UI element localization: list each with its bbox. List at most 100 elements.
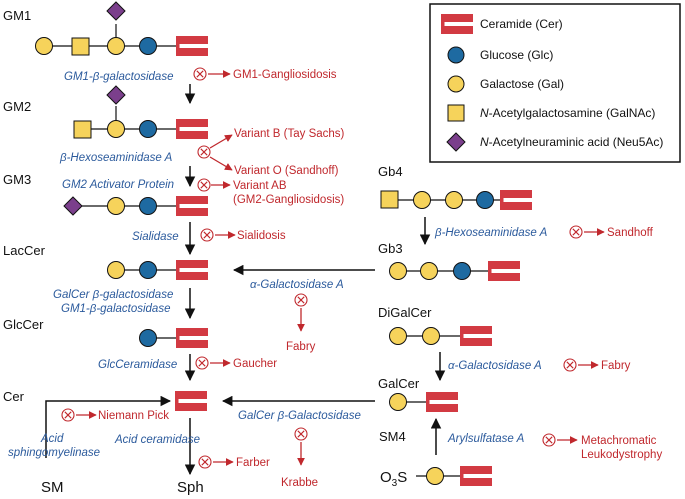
disease-fabry-gb3: Fabry	[286, 341, 316, 353]
enzyme-acid-ceramidase: Acid ceramidase	[114, 434, 200, 446]
enzyme-sialidase: Sialidase	[132, 231, 179, 243]
legend: Ceramide (Cer) Glucose (Glc) Galactose (…	[429, 3, 681, 163]
inhibition-icon	[569, 225, 583, 239]
glycan-gm2	[73, 85, 208, 139]
compound-label-gm1: GM1	[3, 8, 31, 23]
galactose-circle-icon	[445, 191, 463, 209]
disease-variant-o: Variant O (Sandhoff)	[234, 165, 339, 177]
galactose-circle-icon	[422, 327, 440, 345]
enzyme-sphingomyelinase: sphingomyelinase	[8, 447, 100, 459]
enzyme-gm1-beta-galactosidase-2: GM1-β-galactosidase	[61, 303, 170, 315]
galactose-circle-icon	[420, 262, 438, 280]
ceramide-icon	[176, 119, 208, 139]
disease-variant-b: Variant B (Tay Sachs)	[234, 128, 345, 140]
inhibition-icon	[198, 455, 212, 469]
galactose-circle-icon	[389, 327, 407, 345]
galnac-square-icon	[380, 190, 399, 209]
galactose-circle-icon	[107, 261, 125, 279]
galnac-square-icon	[73, 120, 92, 139]
glucose-circle-icon	[447, 46, 465, 64]
ceramide-icon	[175, 391, 207, 411]
disease-gm1-gangliosidosis: GM1-Gangliosidosis	[233, 69, 337, 81]
neu5ac-diamond-icon	[106, 1, 126, 21]
disease-sialidosis: Sialidosis	[237, 230, 286, 242]
disease-gaucher: Gaucher	[233, 358, 277, 370]
inhibition-icon	[197, 145, 211, 159]
glycan-laccer	[107, 260, 208, 280]
neu5ac-diamond-icon	[106, 85, 126, 105]
glycan-gb4	[380, 190, 532, 210]
galactose-circle-icon	[35, 37, 53, 55]
disease-arrow	[209, 134, 233, 149]
disease-krabbe: Krabbe	[281, 477, 318, 489]
enzyme-gm1-beta-galactosidase: GM1-β-galactosidase	[64, 71, 173, 83]
compound-label-sph: Sph	[177, 479, 204, 496]
galactose-circle-icon	[107, 197, 125, 215]
ceramide-icon	[176, 328, 208, 348]
compound-label-galcer: GalCer	[378, 376, 420, 391]
neu5ac-diamond-icon	[63, 196, 83, 216]
inhibition-icon	[61, 408, 75, 422]
inhibition-icon	[542, 433, 556, 447]
enzyme-beta-hexoseaminidase-a: β-Hexoseaminidase A	[59, 152, 173, 164]
glycan-glccer	[139, 328, 208, 348]
galactose-circle-icon	[107, 120, 125, 138]
ceramide-icon	[176, 196, 208, 216]
compound-label-sm: SM	[41, 479, 64, 496]
glucose-circle-icon	[139, 197, 157, 215]
galactose-circle-icon	[389, 262, 407, 280]
compound-label-cer: Cer	[3, 389, 25, 404]
compound-label-digalcer: DiGalCer	[378, 305, 432, 320]
neu5ac-diamond-icon	[446, 132, 466, 152]
compound-label-gb3: Gb3	[378, 241, 403, 256]
glucose-circle-icon	[453, 262, 471, 280]
enzyme-alpha-galactosidase-a-digal: α-Galactosidase A	[448, 360, 542, 372]
inhibition-icon	[197, 178, 211, 192]
ceramide-icon	[176, 260, 208, 280]
compound-label-gm3: GM3	[3, 172, 31, 187]
compound-label-sm4: SM4	[379, 429, 406, 444]
disease-farber: Farber	[236, 457, 270, 469]
legend-label-ceramide: Ceramide (Cer)	[480, 17, 563, 31]
ceramide-icon	[500, 190, 532, 210]
glycan-galcer	[389, 392, 458, 412]
galactose-circle-icon	[413, 191, 431, 209]
disease-arrow	[209, 156, 233, 171]
sulfate-group-label: O3S	[380, 469, 407, 489]
galnac-square-icon	[447, 104, 465, 122]
inhibition-icon	[563, 358, 577, 372]
disease-gm2-gangliosidosis: (GM2-Gangliosidosis)	[233, 194, 344, 206]
enzyme-arylsulfatase-a: Arylsulfatase A	[447, 433, 525, 445]
glucose-circle-icon	[139, 120, 157, 138]
legend-label-galnac: N-Acetylgalactosamine (GalNAc)	[480, 106, 655, 120]
inhibition-icon	[294, 427, 308, 441]
ceramide-icon	[488, 261, 520, 281]
compound-label-gm2: GM2	[3, 99, 31, 114]
galactose-circle-icon	[426, 467, 444, 485]
legend-label-galactose: Galactose (Gal)	[480, 77, 564, 91]
compound-label-glccer: GlcCer	[3, 317, 44, 332]
glycan-gb3	[389, 261, 520, 281]
inhibition-icon	[193, 67, 207, 81]
ceramide-icon	[176, 36, 208, 56]
glycan-digalcer	[389, 326, 492, 346]
disease-sandhoff: Sandhoff	[607, 227, 654, 239]
ceramide-icon	[426, 392, 458, 412]
enzyme-galcer-beta-galactosidase: GalCer β-galactosidase	[53, 289, 173, 301]
enzyme-acid-label: Acid	[40, 433, 64, 445]
glycan-gm1	[35, 1, 208, 56]
glycan-gm3	[63, 196, 208, 216]
galnac-square-icon	[71, 37, 90, 56]
inhibition-icon	[294, 293, 308, 307]
glucose-circle-icon	[139, 37, 157, 55]
legend-label-glucose: Glucose (Glc)	[480, 48, 553, 62]
ceramide-icon	[441, 14, 473, 34]
enzyme-beta-hexoseaminidase-a-gb4: β-Hexoseaminidase A	[434, 227, 548, 239]
disease-variant-ab: Variant AB	[233, 180, 287, 192]
ceramide-icon	[460, 466, 492, 486]
glucose-circle-icon	[139, 261, 157, 279]
disease-fabry-digal: Fabry	[601, 360, 631, 372]
disease-metachromatic: Metachromatic	[581, 435, 657, 447]
galactose-circle-icon	[389, 393, 407, 411]
